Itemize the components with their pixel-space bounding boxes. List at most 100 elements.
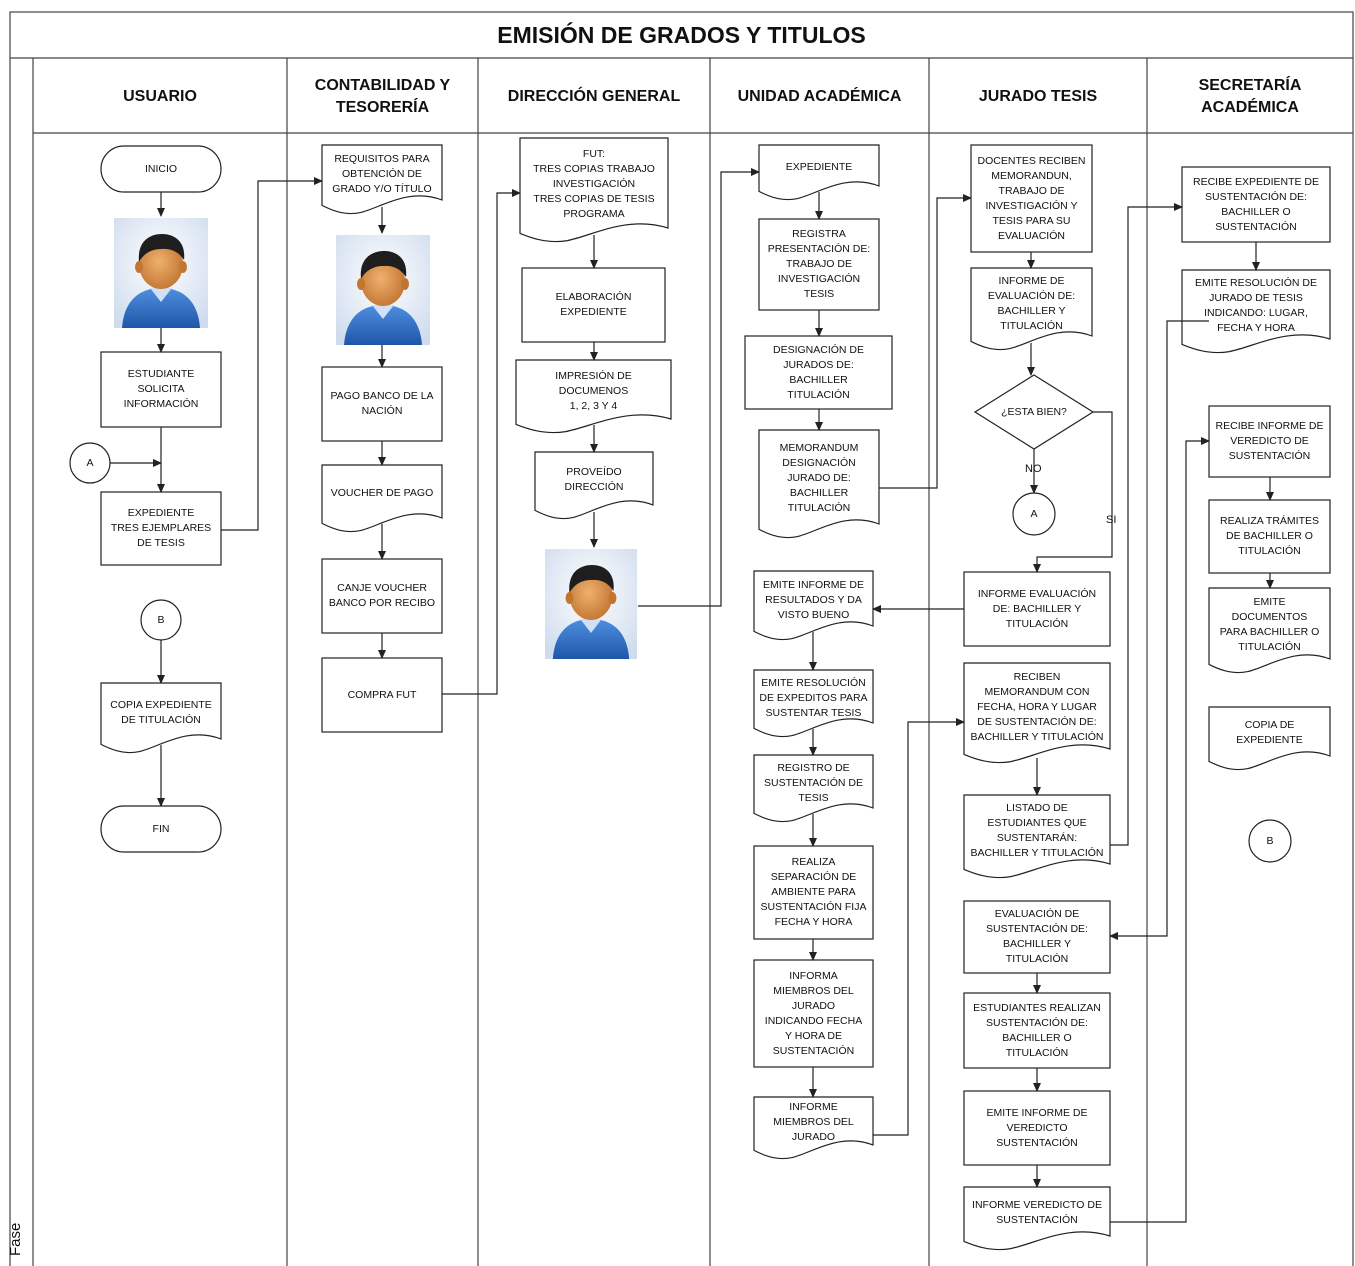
informa-miembros-process bbox=[753, 959, 874, 1068]
informe-veredicto-document-text: INFORME VEREDICTO DE SUSTENTACIÓN bbox=[972, 1199, 1102, 1226]
avatars-layer bbox=[114, 218, 637, 659]
connector-a-usuario-label: A bbox=[70, 443, 110, 483]
pago-banco-process-text: PAGO BANCO DE LA NACIÓN bbox=[330, 390, 434, 417]
expediente-unidad-document-label: EXPEDIENTE bbox=[759, 145, 879, 195]
registra-presentacion-process-text: REGISTRA PRESENTACIÓN DE: TRABAJO DE INV… bbox=[767, 228, 871, 300]
edges-layer bbox=[110, 168, 1274, 1223]
lane-header-contabilidad: CONTABILIDAD Y TESORERÍA bbox=[314, 77, 451, 116]
docentes-reciben-process-text: DOCENTES RECIBEN MEMORANDUN, TRABAJO DE … bbox=[977, 154, 1086, 242]
emite-informe-resultados-document-label: EMITE INFORME DE RESULTADOS Y DA VISTO B… bbox=[754, 571, 873, 635]
realiza-tramites-process-label: REALIZA TRÁMITES DE BACHILLER O TITULACI… bbox=[1209, 500, 1330, 573]
emite-resolucion-jurado-document-text: EMITE RESOLUCIÓN DE JURADO DE TESIS INDI… bbox=[1195, 277, 1317, 334]
emite-veredicto-process bbox=[963, 1090, 1111, 1166]
emite-veredicto-process-label: EMITE INFORME DE VEREDICTO SUSTENTACIÓN bbox=[964, 1091, 1110, 1165]
copia-expediente-secretaria-document-label: COPIA DE EXPEDIENTE bbox=[1209, 707, 1330, 765]
usuario-avatar-icon bbox=[114, 218, 208, 328]
recibe-expediente-process bbox=[1181, 166, 1331, 243]
expediente-tesis-process-label: EXPEDIENTE TRES EJEMPLARES DE TESIS bbox=[101, 492, 221, 565]
voucher-document bbox=[321, 464, 443, 533]
esta-bien-decision-text: ¿ESTA BIEN? bbox=[1001, 405, 1067, 418]
swimlane-grid bbox=[9, 11, 1354, 1266]
estudiante-solicita-process-text: ESTUDIANTE SOLICITA INFORMACIÓN bbox=[123, 368, 199, 410]
designacion-jurados-process-text: DESIGNACIÓN DE JURADOS DE: BACHILLER TIT… bbox=[772, 343, 864, 401]
informe-evaluacion-document-text: INFORME DE EVALUACIÓN DE: BACHILLER Y TI… bbox=[987, 274, 1076, 332]
lane-header-usuario: USUARIO bbox=[123, 88, 197, 105]
canje-voucher-process bbox=[321, 558, 443, 634]
recibe-informe-veredicto-process-label: RECIBE INFORME DE VEREDICTO DE SUSTENTAC… bbox=[1209, 406, 1330, 477]
emite-resolucion-jurado-document-label: EMITE RESOLUCIÓN DE JURADO DE TESIS INDI… bbox=[1182, 270, 1330, 348]
emite-resolucion-expeditos-document-text: EMITE RESOLUCIÓN DE EXPEDITOS PARA SUSTE… bbox=[759, 676, 868, 719]
connector-b-secretaria-text: B bbox=[1266, 834, 1274, 847]
estudiantes-realizan-process bbox=[963, 992, 1111, 1069]
impresion-documentos-document-label: IMPRESIÓN DE DOCUMENOS 1, 2, 3 Y 4 bbox=[516, 360, 671, 428]
decision-no-label: NO bbox=[1025, 463, 1042, 475]
flow-arrow-28 bbox=[873, 718, 965, 1136]
pago-banco-process-label: PAGO BANCO DE LA NACIÓN bbox=[322, 367, 442, 441]
emite-resolucion-expeditos-document bbox=[753, 669, 874, 738]
fut-document bbox=[519, 137, 669, 243]
informe-evaluacion-document-label: INFORME DE EVALUACIÓN DE: BACHILLER Y TI… bbox=[971, 268, 1092, 345]
listado-estudiantes-document-text: LISTADO DE ESTUDIANTES QUE SUSTENTARÁN: … bbox=[970, 802, 1104, 859]
copia-expediente-document bbox=[100, 682, 222, 754]
requisitos-document-label: REQUISITOS PARA OBTENCIÓN DE GRADO Y/O T… bbox=[322, 145, 442, 209]
elaboracion-expediente-process bbox=[521, 267, 666, 343]
emite-informe-resultados-document-text: EMITE INFORME DE RESULTADOS Y DA VISTO B… bbox=[763, 578, 864, 621]
docentes-reciben-process bbox=[970, 144, 1093, 253]
impresion-documentos-document bbox=[515, 359, 672, 434]
informe-miembros-document-label: INFORME MIEMBROS DEL JURADO bbox=[754, 1097, 873, 1154]
copia-expediente-document-label: COPIA EXPEDIENTE DE TITULACIÓN bbox=[101, 683, 221, 748]
connector-b-usuario-text: B bbox=[157, 613, 165, 626]
contabilidad-avatar-icon bbox=[336, 235, 430, 345]
proveido-direccion-document-label: PROVEÍDO DIRECCIÓN bbox=[535, 452, 653, 514]
connector-a-jurado-label: A bbox=[1013, 493, 1055, 535]
realiza-tramites-process bbox=[1208, 499, 1331, 574]
separacion-ambiente-process-text: REALIZA SEPARACIÓN DE AMBIENTE PARA SUST… bbox=[760, 856, 867, 928]
flow-arrow-35 bbox=[1110, 203, 1183, 846]
voucher-document-label: VOUCHER DE PAGO bbox=[322, 465, 442, 527]
connector-b-secretaria-label: B bbox=[1249, 820, 1291, 862]
reciben-memorandum-document-label: RECIBEN MEMORANDUM CON FECHA, HORA Y LUG… bbox=[964, 663, 1110, 758]
estudiante-solicita-process bbox=[100, 351, 222, 428]
estudiantes-realizan-process-label: ESTUDIANTES REALIZAN SUSTENTACIÓN DE: BA… bbox=[964, 993, 1110, 1068]
evaluacion-sustentacion-process-text: EVALUACIÓN DE SUSTENTACIÓN DE: BACHILLER… bbox=[986, 908, 1088, 965]
esta-bien-decision-label: ¿ESTA BIEN? bbox=[975, 375, 1093, 449]
flow-arrow-41 bbox=[1109, 320, 1209, 940]
emite-informe-resultados-document bbox=[753, 570, 874, 641]
registro-sustentacion-document-text: REGISTRO DE SUSTENTACIÓN DE TESIS bbox=[764, 761, 863, 804]
elaboracion-expediente-process-label: ELABORACIÓN EXPEDIENTE bbox=[522, 268, 665, 342]
lane-header-secretaria: SECRETARÍA ACADÉMICA bbox=[1198, 77, 1302, 116]
emite-documentos-document bbox=[1208, 587, 1331, 674]
connector-b-usuario-label: B bbox=[141, 600, 181, 640]
end-terminator-text: FIN bbox=[152, 822, 170, 835]
elaboracion-expediente-process-text: ELABORACIÓN EXPEDIENTE bbox=[555, 291, 632, 318]
emite-documentos-document-label: EMITE DOCUMENTOS PARA BACHILLER O TITULA… bbox=[1209, 588, 1330, 668]
requisitos-document-text: REQUISITOS PARA OBTENCIÓN DE GRADO Y/O T… bbox=[332, 152, 432, 195]
separacion-ambiente-process bbox=[753, 845, 874, 940]
flow-arrow-22 bbox=[879, 194, 972, 489]
lane-header-jurado: JURADO TESIS bbox=[978, 88, 1098, 105]
informa-miembros-process-text: INFORMA MIEMBROS DEL JURADO INDICANDO FE… bbox=[764, 969, 863, 1057]
registra-presentacion-process-label: REGISTRA PRESENTACIÓN DE: TRABAJO DE INV… bbox=[759, 219, 879, 310]
informe-evaluacion-bachiller-process-label: INFORME EVALUACIÓN DE: BACHILLER Y TITUL… bbox=[964, 572, 1110, 646]
designacion-jurados-process bbox=[744, 335, 893, 410]
informe-veredicto-document-label: INFORME VEREDICTO DE SUSTENTACIÓN bbox=[964, 1187, 1110, 1245]
impresion-documentos-document-text: IMPRESIÓN DE DOCUMENOS 1, 2, 3 Y 4 bbox=[555, 369, 632, 412]
flow-arrow-7 bbox=[221, 177, 323, 531]
emite-resolucion-expeditos-document-label: EMITE RESOLUCIÓN DE EXPEDITOS PARA SUSTE… bbox=[754, 670, 873, 732]
phase-label: Fase bbox=[7, 1222, 24, 1256]
connector-a-jurado-text: A bbox=[1030, 507, 1038, 520]
expediente-unidad-document bbox=[758, 144, 880, 201]
copia-expediente-secretaria-document-text: COPIA DE EXPEDIENTE bbox=[1236, 719, 1303, 746]
shapes-layer bbox=[69, 137, 1331, 1251]
recibe-informe-veredicto-process-text: RECIBE INFORME DE VEREDICTO DE SUSTENTAC… bbox=[1215, 420, 1324, 462]
start-terminator-text: INICIO bbox=[144, 162, 178, 175]
flow-arrow-13 bbox=[442, 189, 521, 695]
docentes-reciben-process-label: DOCENTES RECIBEN MEMORANDUN, TRABAJO DE … bbox=[971, 145, 1092, 252]
estudiante-solicita-process-label: ESTUDIANTE SOLICITA INFORMACIÓN bbox=[101, 352, 221, 427]
flow-arrow-32 bbox=[1033, 411, 1113, 573]
decision-si-label: SI bbox=[1106, 514, 1117, 526]
compra-fut-process-label: COMPRA FUT bbox=[322, 658, 442, 732]
recibe-informe-veredicto-process bbox=[1208, 405, 1331, 478]
informe-miembros-document-text: INFORME MIEMBROS DEL JURADO bbox=[773, 1101, 854, 1143]
